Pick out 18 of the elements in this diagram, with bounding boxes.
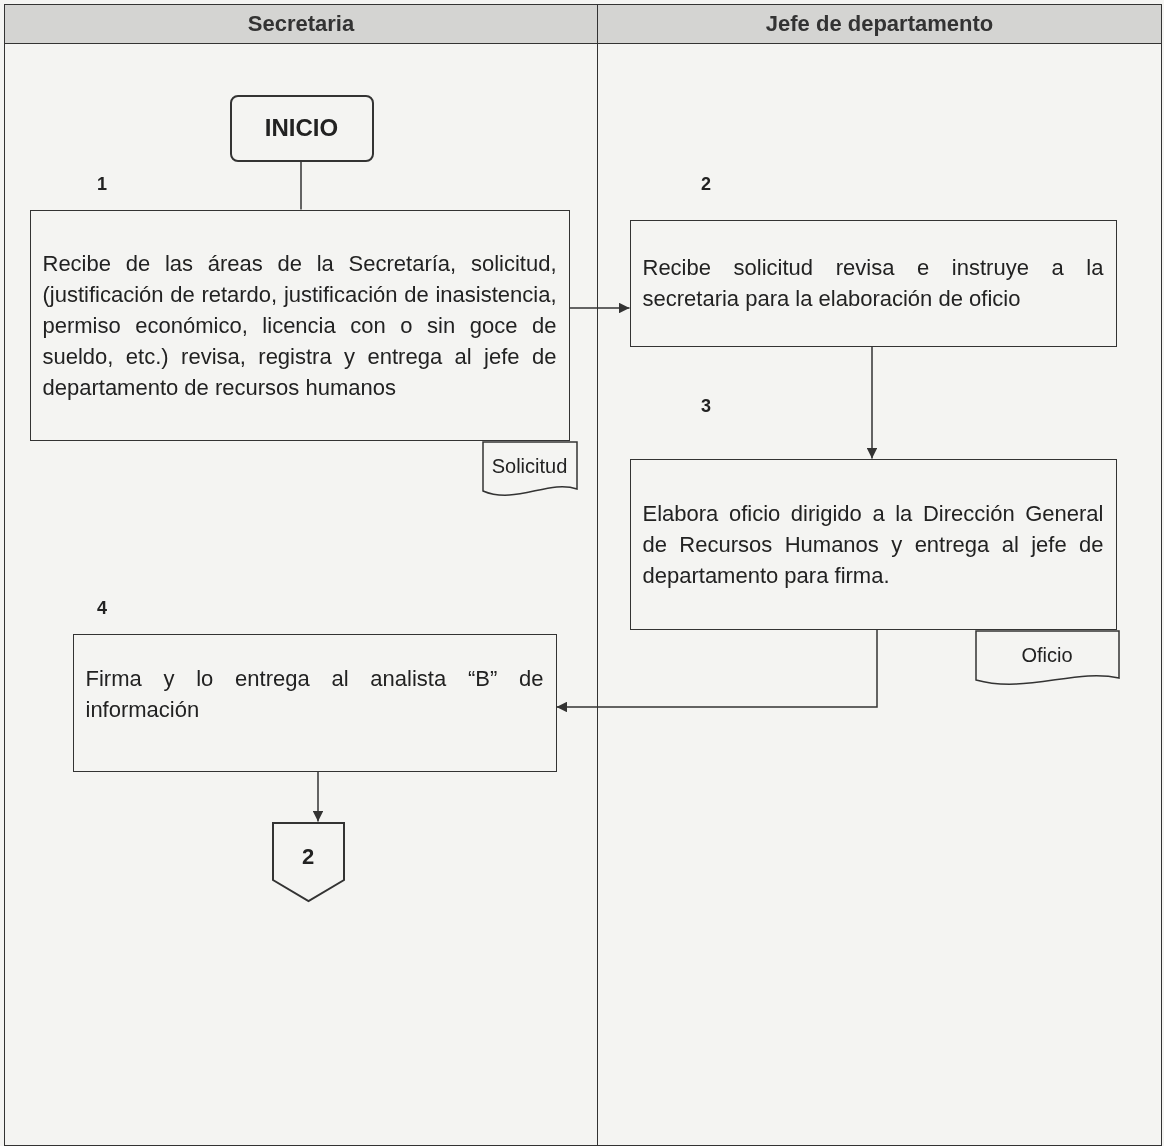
step-number: 4 bbox=[97, 598, 107, 619]
step-number: 1 bbox=[97, 174, 107, 195]
lane-header: Jefe de departamento bbox=[598, 5, 1161, 44]
swimlane bbox=[597, 4, 1162, 1146]
process-box: Firma y lo entrega al analista “B” de información bbox=[72, 633, 557, 772]
connector-arrow bbox=[568, 302, 631, 314]
connector-arrow bbox=[866, 345, 878, 460]
step-number: 2 bbox=[701, 174, 711, 195]
lane-header: Secretaria bbox=[5, 5, 597, 44]
connector-arrow bbox=[312, 770, 324, 823]
offpage-connector: 2 bbox=[271, 821, 345, 902]
swimlane bbox=[4, 4, 598, 1146]
connector-arrow bbox=[555, 628, 878, 713]
process-box: Elabora oficio dirigido a la Dirección General de Recursos Humanos y entrega al jefe de departamento para firma. bbox=[629, 458, 1117, 630]
step-number: 3 bbox=[701, 396, 711, 417]
start-terminator: INICIO bbox=[229, 94, 374, 162]
process-box: Recibe solicitud revisa e instruye a la secretaria para la elaboración de oficio bbox=[629, 219, 1117, 347]
process-box: Recibe de las áreas de la Secretaría, solicitud, (justificación de retardo, justificación de inasistencia, permiso económico, licencia con o sin goce de sueldo, etc.) revisa, registra y entrega al jefe de departamento de recursos humanos bbox=[29, 209, 570, 441]
